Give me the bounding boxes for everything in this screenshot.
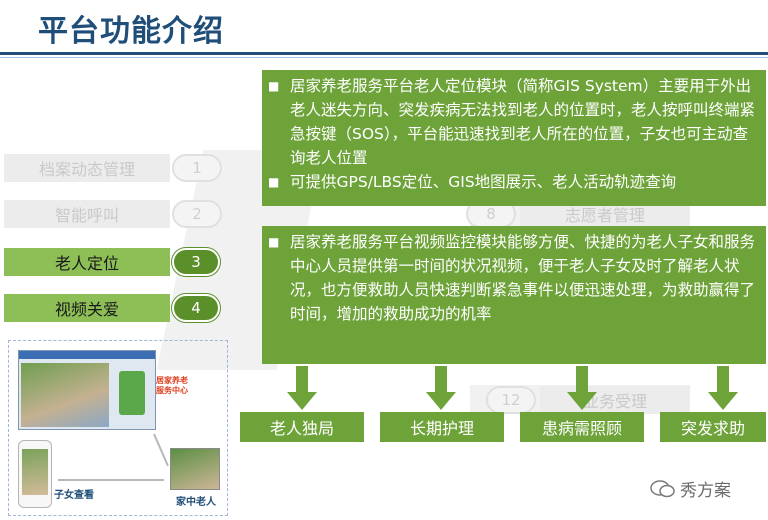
elder-photo	[170, 448, 220, 490]
outcome-alone: 老人独局	[240, 412, 364, 442]
video-feed-image	[21, 363, 109, 427]
down-arrow-icon	[567, 366, 597, 410]
page-title: 平台功能介绍	[38, 14, 224, 49]
video-panel: ■ 居家养老服务平台视频监控模块能够方便、快捷的为老人子女和服务中心人员提供第一…	[262, 226, 766, 364]
square-bullet-icon: ■	[268, 235, 280, 249]
phone-label: 子女查看	[54, 490, 94, 501]
phone-image	[18, 440, 52, 508]
menu-item-elder-location-num: 3	[172, 248, 220, 276]
menu-item-video-care[interactable]: 视频关爱	[4, 294, 170, 322]
control-pad-icon	[119, 371, 145, 415]
connector-arrow-icon	[58, 433, 169, 481]
menu-item-archive[interactable]: 档案动态管理	[4, 154, 170, 182]
service-center-label: 居家养老服务中心	[156, 376, 188, 395]
down-arrow-icon	[708, 366, 738, 410]
video-panel-text: 居家养老服务平台视频监控模块能够方便、快捷的为老人子女和服务中心人员提供第一时间…	[290, 233, 756, 323]
video-illustration	[8, 340, 228, 516]
background-item-business-num: 12	[486, 386, 536, 414]
software-window-image	[18, 350, 156, 430]
down-arrow-icon	[287, 366, 317, 410]
outcome-long-term-care: 长期护理	[380, 412, 504, 442]
menu-item-archive-num: 1	[172, 154, 222, 182]
outcome-illness-care: 患病需照顾	[520, 412, 644, 442]
menu-item-elder-location[interactable]: 老人定位	[4, 248, 170, 276]
wechat-icon	[650, 479, 675, 497]
watermark: 秀方案	[650, 476, 731, 501]
location-panel-text: 居家养老服务平台老人定位模块（简称GIS System）主要用于外出老人迷失方向…	[290, 77, 756, 167]
title-divider	[0, 52, 768, 55]
outcome-emergency: 突发求助	[660, 412, 766, 442]
down-arrow-icon	[426, 366, 456, 410]
location-panel-features: 可提供GPS/LBS定位、GIS地图展示、老人活动轨迹查询	[290, 173, 677, 191]
square-bullet-icon: ■	[268, 79, 280, 93]
watermark-text: 秀方案	[680, 481, 731, 501]
menu-item-smart-call-num: 2	[172, 200, 222, 228]
square-bullet-icon: ■	[268, 175, 280, 189]
location-panel: ■ 居家养老服务平台老人定位模块（简称GIS System）主要用于外出老人迷失…	[262, 70, 766, 206]
menu-item-video-care-num: 4	[172, 294, 220, 322]
elder-label: 家中老人	[176, 497, 216, 508]
background-item-business: 业务受理	[540, 386, 690, 414]
title-divider-thin	[0, 57, 768, 58]
menu-item-smart-call[interactable]: 智能呼叫	[4, 200, 170, 228]
